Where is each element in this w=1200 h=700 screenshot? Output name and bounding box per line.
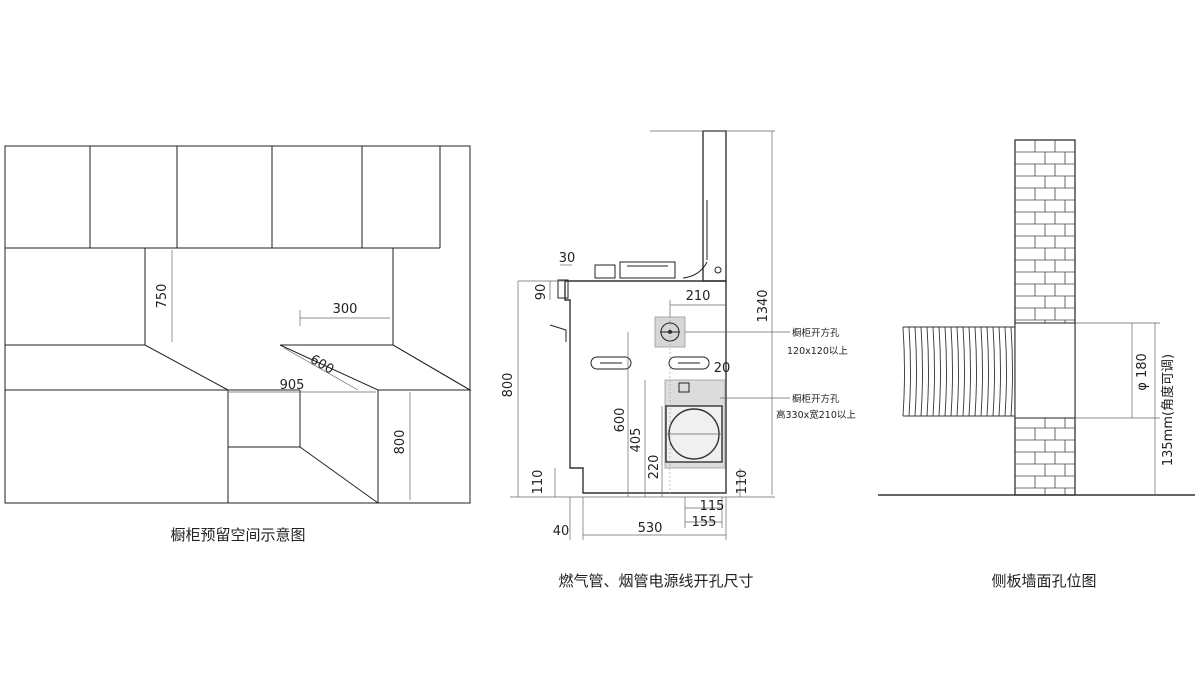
- dim-20: 20: [714, 361, 731, 376]
- burner: [619, 261, 676, 279]
- stove-panel: 30 90 210 1340 20 800 600 405 220 110 11…: [501, 130, 856, 590]
- dim-750: 750: [155, 284, 170, 309]
- burner-knob-left: [594, 264, 616, 279]
- stove-caption: 燃气管、烟管电源线开孔尺寸: [558, 572, 753, 590]
- dim-155: 155: [692, 515, 717, 530]
- wall-hole: [1014, 322, 1076, 419]
- dim-135mm: 135mm(角度可调): [1160, 354, 1176, 466]
- dim-220: 220: [647, 455, 662, 480]
- dim-800: 800: [393, 430, 408, 455]
- smoke-pipe-cutout: [664, 379, 726, 469]
- dim-115: 115: [700, 499, 725, 514]
- note-hole2-title: 橱柜开方孔: [792, 393, 840, 405]
- wall-panel: φ 180 135mm(角度可调) 侧板墙面孔位图: [878, 139, 1195, 590]
- stove-dim-lines: [510, 130, 790, 540]
- wall-dim-lines: [1075, 322, 1160, 495]
- dim-210: 210: [686, 289, 711, 304]
- countertops: [4, 344, 472, 504]
- vent-slot-left: [590, 356, 632, 370]
- dim-1340: 1340: [756, 289, 771, 322]
- note-hole1-size: 120x120以上: [787, 346, 848, 357]
- wall-space: [5, 248, 471, 391]
- dim-300: 300: [333, 302, 358, 317]
- gas-pipe: [549, 324, 567, 342]
- brick-wall: [1014, 139, 1076, 496]
- dim-530: 530: [638, 521, 663, 536]
- note-hole1-title: 橱柜开方孔: [792, 327, 840, 339]
- dim-30: 30: [559, 251, 576, 266]
- dim-90: 90: [534, 284, 549, 301]
- wall-caption: 侧板墙面孔位图: [991, 572, 1096, 590]
- dim-40: 40: [553, 524, 570, 539]
- note-hole2-size: 高330x宽210以上: [776, 409, 856, 421]
- dim-800: 800: [501, 373, 516, 398]
- cabinet-dim-lines: [171, 250, 411, 500]
- flexible-duct: [902, 326, 1015, 417]
- cabinet-outline: [4, 145, 471, 504]
- upper-cabinets: [5, 146, 441, 249]
- cabinet-caption: 橱柜预留空间示意图: [170, 526, 305, 544]
- dim-600: 600: [613, 408, 628, 433]
- dim-405: 405: [629, 428, 644, 453]
- cabinet-panel: 750 300 600 905 800 橱柜预留空间示意图: [4, 145, 472, 544]
- cooktop-body: [549, 261, 727, 494]
- dim-600: 600: [307, 352, 336, 377]
- dim-905: 905: [280, 378, 305, 393]
- dim-110-left: 110: [531, 470, 546, 495]
- backsplash: [702, 130, 727, 282]
- dim-110-right: 110: [735, 470, 750, 495]
- gas-inlet: [557, 279, 569, 299]
- vent-slot-right: [668, 356, 710, 370]
- dim-phi180: φ 180: [1135, 353, 1150, 391]
